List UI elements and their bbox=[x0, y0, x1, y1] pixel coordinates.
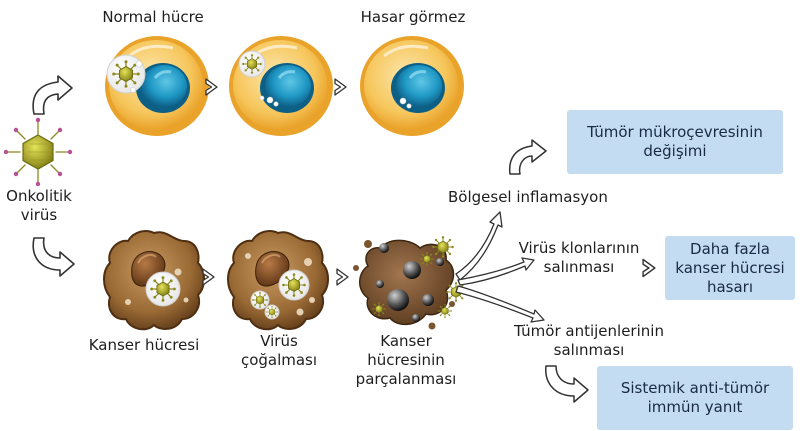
cancer-cell-1 bbox=[103, 230, 205, 331]
normal-cell-2 bbox=[227, 34, 335, 138]
result-box-microenvironment: Tümör mükroçevresinin değişimi bbox=[567, 110, 783, 174]
lysis-line1: Kanser bbox=[380, 332, 432, 350]
virus-replication-label: Virüs çoğalması bbox=[224, 332, 334, 370]
result-box-more-damage: Daha fazla kanser hücresi hasarı bbox=[665, 236, 795, 300]
lysis-line3: parçalanması bbox=[355, 370, 457, 388]
normal-cell-1 bbox=[103, 34, 211, 138]
clones-line1: Virüs klonlarının bbox=[518, 239, 640, 257]
branch-arrows bbox=[455, 211, 545, 323]
tumor-antigens-release-label: Tümör antijenlerinin salınması bbox=[494, 322, 684, 360]
virus-label-line1: Onkolitik bbox=[6, 187, 72, 205]
normal-cell-3 bbox=[358, 34, 466, 138]
virus-label-line2: virüs bbox=[20, 206, 58, 224]
curved-arrow-to-microenv-icon bbox=[508, 139, 547, 175]
virus-label: Onkolitik virüs bbox=[4, 187, 74, 225]
microenv-line1: Tümör mükroçevresinin bbox=[587, 123, 763, 141]
virus-replication-line1: Virüs bbox=[260, 332, 298, 350]
no-damage-label: Hasar görmez bbox=[360, 8, 466, 26]
microenv-line2: değişimi bbox=[643, 142, 707, 160]
antigens-line2: salınması bbox=[553, 341, 625, 359]
more-damage-line2: kanser hücresi bbox=[675, 258, 785, 277]
result-box-systemic-immune: Sistemik anti-tümör immün yanıt bbox=[597, 366, 793, 430]
curved-arrow-up-icon bbox=[32, 75, 73, 115]
virus-replication-line2: çoğalması bbox=[240, 351, 318, 369]
cancer-cell-label: Kanser hücresi bbox=[88, 336, 200, 354]
cancer-cell-lysis-label: Kanser hücresinin parçalanması bbox=[346, 332, 466, 389]
regional-inflammation-label: Bölgesel inflamasyon bbox=[448, 188, 608, 206]
arrow-chevron-icon bbox=[336, 268, 349, 286]
normal-cell-label: Normal hücre bbox=[102, 8, 204, 26]
virus-clones-release-label: Virüs klonlarının salınması bbox=[504, 239, 654, 277]
lysis-line2: hücresinin bbox=[367, 351, 445, 369]
cancer-cell-2 bbox=[227, 230, 329, 331]
lysed-cancer-cell bbox=[353, 236, 466, 330]
more-damage-line3: hasarı bbox=[706, 277, 754, 296]
curved-arrow-to-systemic-icon bbox=[545, 365, 589, 403]
arrow-chevron-icon bbox=[334, 78, 347, 96]
oncolytic-virus-icon bbox=[3, 117, 73, 187]
clones-line2: salınması bbox=[543, 258, 615, 276]
curved-arrow-down-icon bbox=[32, 237, 75, 277]
systemic-line1: Sistemik anti-tümör bbox=[620, 379, 770, 397]
antigens-line1: Tümör antijenlerinin bbox=[514, 322, 664, 340]
more-damage-line1: Daha fazla bbox=[690, 239, 770, 258]
systemic-line2: immün yanıt bbox=[647, 398, 743, 416]
